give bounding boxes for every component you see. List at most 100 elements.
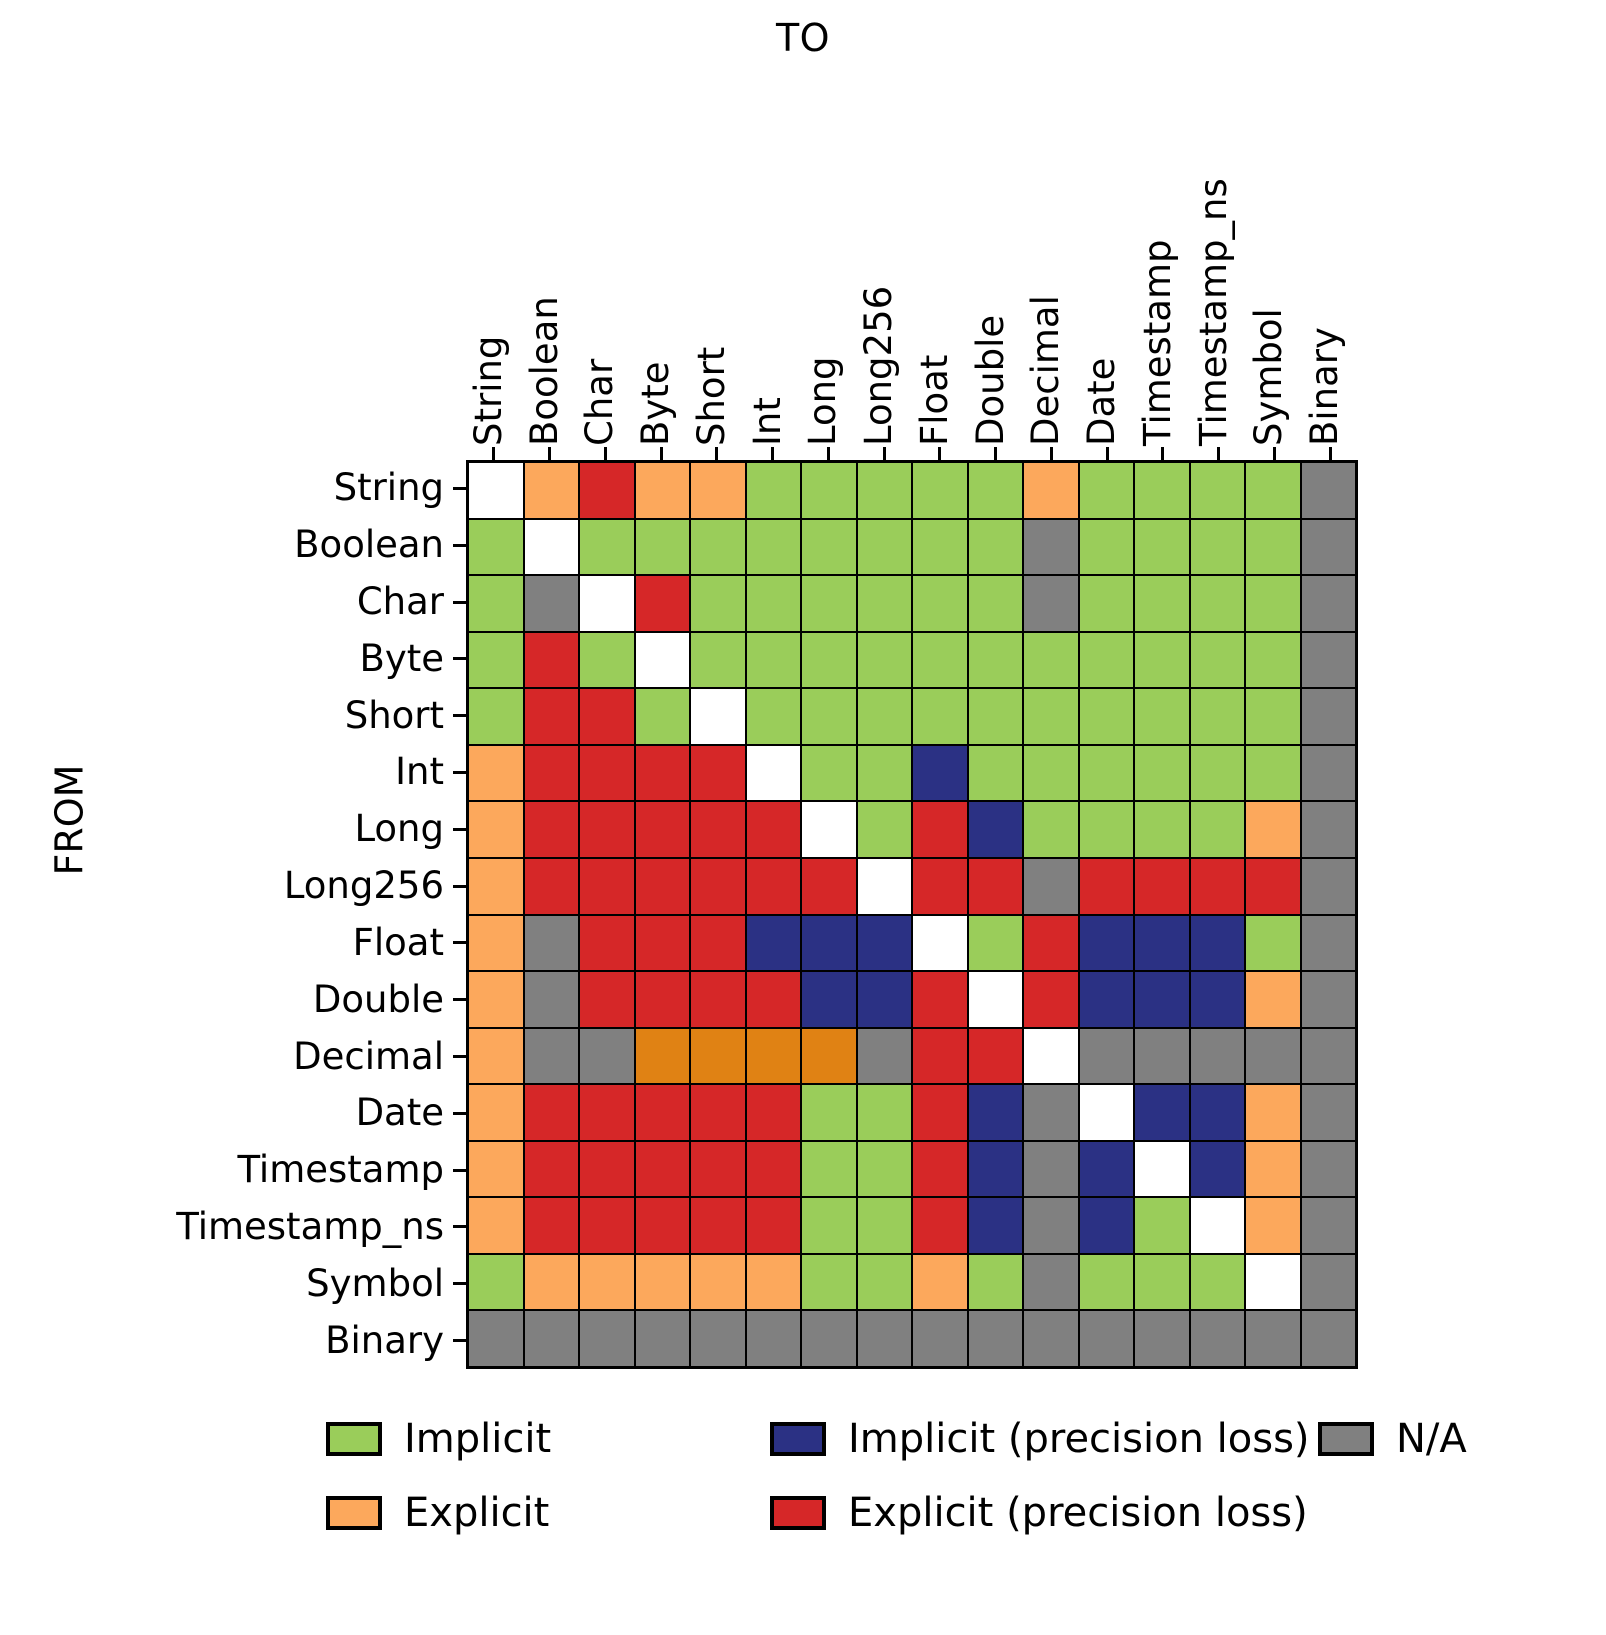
heatmap-cell xyxy=(691,463,745,518)
heatmap-cell xyxy=(1024,463,1078,518)
column-label: Long xyxy=(801,356,845,446)
heatmap-cell xyxy=(1135,1254,1189,1310)
heatmap-cell xyxy=(746,1028,800,1084)
row-label: Decimal xyxy=(293,1034,444,1078)
tick-mark-icon xyxy=(994,447,998,460)
row-label: Date xyxy=(355,1091,444,1135)
heatmap-cell xyxy=(746,632,800,688)
heatmap-cell xyxy=(802,463,856,518)
heatmap-cell xyxy=(746,915,800,971)
heatmap-cell xyxy=(580,1311,634,1366)
heatmap-cell xyxy=(691,1085,745,1140)
heatmap-cell xyxy=(1246,463,1300,518)
heatmap-cell xyxy=(857,689,911,744)
tick-mark-icon xyxy=(1105,447,1109,460)
heatmap-cell xyxy=(635,1198,689,1253)
legend-item-na: N/A xyxy=(1318,1417,1467,1461)
heatmap-cell xyxy=(1190,915,1244,971)
heatmap-cell xyxy=(1301,858,1355,914)
heatmap-cell xyxy=(1301,463,1355,518)
tick-mark-icon xyxy=(453,543,466,547)
row-label: Timestamp xyxy=(237,1148,444,1192)
heatmap-cell xyxy=(635,689,689,744)
heatmap-cell xyxy=(1190,972,1244,1027)
heatmap-cell xyxy=(857,1085,911,1140)
tick-mark-icon xyxy=(1272,447,1276,460)
heatmap-cell xyxy=(580,1028,634,1084)
heatmap-cell xyxy=(1301,576,1355,631)
tick-mark-icon xyxy=(453,941,466,945)
heatmap-cell xyxy=(802,632,856,688)
heatmap-cell xyxy=(691,519,745,575)
heatmap-cell xyxy=(1246,1254,1300,1310)
heatmap-cell xyxy=(469,1198,523,1253)
heatmap-cell xyxy=(1135,689,1189,744)
heatmap-cell xyxy=(1024,632,1078,688)
heatmap-cell xyxy=(1246,1198,1300,1253)
heatmap-cell xyxy=(580,1141,634,1197)
row-label: Double xyxy=(312,977,444,1021)
heatmap-cell xyxy=(1079,576,1133,631)
row-label: Byte xyxy=(359,636,444,680)
heatmap-cell xyxy=(857,1198,911,1253)
heatmap-cell xyxy=(524,915,578,971)
column-label: Binary xyxy=(1303,327,1347,446)
heatmap-cell xyxy=(691,1254,745,1310)
heatmap-cell xyxy=(1024,1085,1078,1140)
heatmap-cell xyxy=(1190,463,1244,518)
heatmap-cell xyxy=(469,632,523,688)
heatmap-cell xyxy=(1024,519,1078,575)
heatmap-grid xyxy=(466,460,1358,1369)
heatmap-cell xyxy=(580,689,634,744)
tick-mark-icon xyxy=(453,657,466,661)
column-label: Decimal xyxy=(1024,295,1068,446)
heatmap-cell xyxy=(1301,1028,1355,1084)
legend-swatch-implicit xyxy=(326,1422,382,1456)
heatmap-cell xyxy=(1301,689,1355,744)
heatmap-cell xyxy=(802,519,856,575)
heatmap-cell xyxy=(1190,858,1244,914)
heatmap-cell xyxy=(913,972,967,1027)
heatmap-cell xyxy=(1135,576,1189,631)
heatmap-cell xyxy=(524,689,578,744)
tick-mark-icon xyxy=(882,447,886,460)
legend-swatch-na xyxy=(1318,1422,1374,1456)
from-axis-title: FROM xyxy=(47,764,92,876)
tick-mark-icon xyxy=(453,600,466,604)
row-label: Short xyxy=(344,693,444,737)
column-label: Symbol xyxy=(1247,308,1291,446)
heatmap-cell xyxy=(746,1311,800,1366)
heatmap-cell xyxy=(691,1311,745,1366)
heatmap-cell xyxy=(913,915,967,971)
heatmap-cell xyxy=(524,1028,578,1084)
heatmap-cell xyxy=(1135,463,1189,518)
heatmap-cell xyxy=(1246,1141,1300,1197)
heatmap-cell xyxy=(968,632,1022,688)
heatmap-cell xyxy=(1190,1198,1244,1253)
heatmap-cell xyxy=(1246,972,1300,1027)
heatmap-cell xyxy=(802,1141,856,1197)
row-label: Boolean xyxy=(294,523,444,567)
tick-mark-icon xyxy=(715,447,719,460)
heatmap-cell xyxy=(913,802,967,857)
tick-mark-icon xyxy=(453,1055,466,1059)
tick-mark-icon xyxy=(453,714,466,718)
heatmap-cell xyxy=(968,576,1022,631)
heatmap-cell xyxy=(1246,745,1300,801)
row-label: Long256 xyxy=(283,864,444,908)
legend-label: Implicit (precision loss) xyxy=(848,1416,1310,1462)
heatmap-cell xyxy=(691,1141,745,1197)
heatmap-cell xyxy=(1079,858,1133,914)
legend-item-implicit-loss: Implicit (precision loss) xyxy=(770,1417,1310,1461)
heatmap-cell xyxy=(1024,858,1078,914)
heatmap-cell xyxy=(469,745,523,801)
heatmap-cell xyxy=(1301,519,1355,575)
heatmap-cell xyxy=(913,1028,967,1084)
heatmap-cell xyxy=(1135,1198,1189,1253)
heatmap-cell xyxy=(635,576,689,631)
heatmap-cell xyxy=(635,802,689,857)
heatmap-cell xyxy=(691,745,745,801)
heatmap-cell xyxy=(469,1254,523,1310)
